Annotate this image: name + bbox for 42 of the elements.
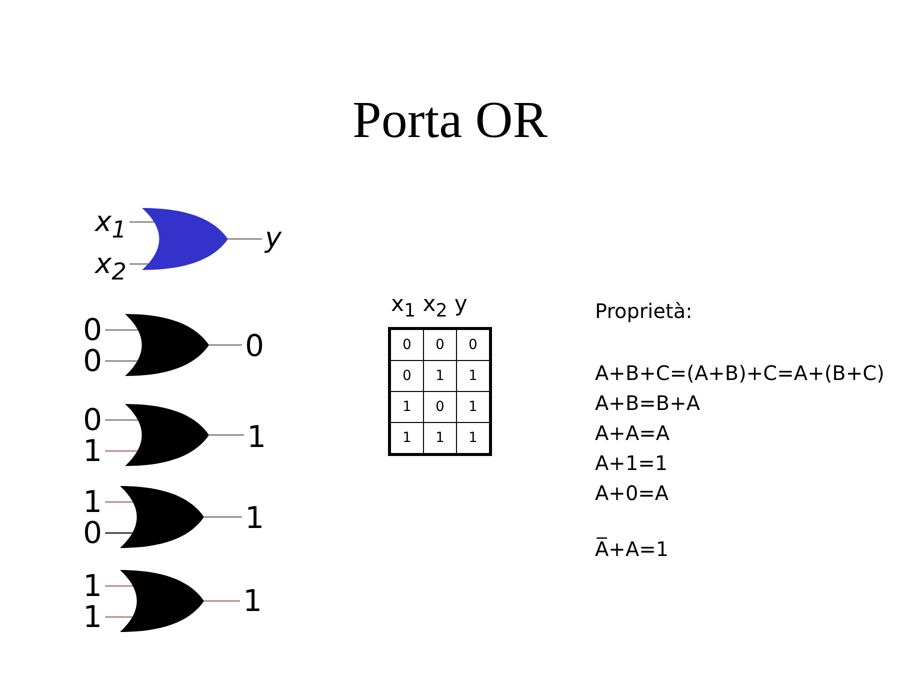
- or-gate-symbol: [120, 486, 204, 548]
- wire: [105, 419, 138, 421]
- wire: [105, 585, 133, 587]
- or-gate-symbol: [120, 570, 204, 632]
- wire: [204, 600, 240, 602]
- truth-table-cell: 0: [390, 360, 424, 392]
- output-label: y: [265, 222, 282, 254]
- slide-title: Porta OR: [352, 92, 548, 150]
- output-value: 1: [243, 584, 262, 618]
- property-formula: A+0=A: [595, 480, 669, 506]
- input-label: x$_{1}$: [95, 206, 126, 246]
- wire: [105, 360, 138, 362]
- column-header: x$_{1}$ x$_{2}$ y: [391, 292, 468, 324]
- property-formula: A+B+C=(A+B)+C=A+(B+C): [595, 360, 884, 386]
- wire: [105, 616, 132, 618]
- wire: [209, 344, 242, 346]
- property-formula: A̅+A=1: [595, 536, 669, 562]
- wire: [105, 532, 132, 534]
- wire: [129, 263, 148, 265]
- property-formula: A+B=B+A: [595, 390, 700, 416]
- wire: [105, 450, 138, 452]
- or-gate-symbol: [125, 314, 209, 376]
- output-value: 1: [247, 420, 266, 454]
- properties-heading: Proprietà:: [595, 298, 692, 324]
- wire: [105, 501, 133, 503]
- output-value: 1: [245, 500, 264, 536]
- property-formula: A+A=A: [595, 420, 670, 446]
- or-gate-symbol: [125, 404, 209, 466]
- truth-table-cell: 1: [390, 392, 424, 422]
- wire: [129, 221, 154, 223]
- property-formula: A+1=1: [595, 450, 668, 476]
- or-gate-symbol: [142, 208, 228, 270]
- wire: [204, 516, 242, 518]
- truth-table-cell: 0: [390, 328, 424, 360]
- wire: [228, 238, 262, 240]
- output-value: 0: [245, 328, 264, 364]
- truth-table-cell: 1: [424, 360, 456, 392]
- wire: [209, 434, 244, 436]
- truth-table-cell: 0: [424, 328, 456, 360]
- input-label: x$_{2}$: [95, 248, 126, 288]
- wire: [105, 329, 138, 331]
- truth-table-cell: 0: [424, 392, 456, 422]
